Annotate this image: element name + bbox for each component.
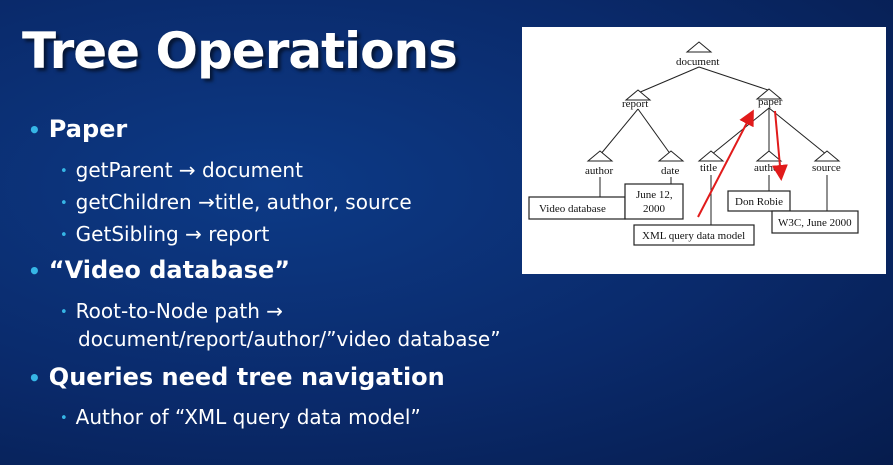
node-paper-title-triangle [697,150,725,162]
edge-paper-source [768,107,828,156]
bullet-queries: • Queries need tree navigation [28,363,445,391]
bullet-getsibling: • GetSibling → report [60,222,269,246]
node-report-author-triangle [586,150,614,162]
bullet-text: document/report/author/”video database” [78,327,501,351]
node-document-label: document [676,56,719,68]
bullet-getparent: • getParent → document [60,158,303,182]
node-paper-label: paper [758,96,783,108]
value-source-box [771,210,859,234]
bullet-text: getChildren →title, author, source [75,190,412,214]
bullet-text: Author of “XML query data model” [75,405,421,429]
value-video-database: Video database [539,203,606,215]
bullet-dot-icon: • [60,411,68,426]
node-paper-author-label: author [754,162,782,174]
bullet-getchildren: • getChildren →title, author, source [60,190,412,214]
value-xml-query-data-model: XML query data model [642,230,745,242]
node-report-triangle [624,89,652,101]
node-paper-source-triangle [813,150,841,162]
bullet-root-to-node: • Root-to-Node path → [60,299,283,323]
value-w3c-june-2000: W3C, June 2000 [778,217,852,229]
slide-title: Tree Operations [22,22,458,80]
value-author-box [727,190,791,212]
node-report-date-label: date [661,165,679,177]
red-arrow-up [697,109,754,218]
edge-document-paper [698,66,772,92]
node-paper-author-triangle [755,150,783,162]
bullet-text: GetSibling → report [75,222,270,246]
node-document-triangle [685,41,713,53]
bullet-text: “Video database” [48,256,291,284]
bullet-paper: • Paper [28,115,127,143]
node-paper-title-label: title [700,162,717,174]
node-paper-triangle [755,88,783,100]
tree-svg: document report paper author Video datab… [528,41,859,246]
node-report-author-label: author [585,165,613,177]
bullet-text: Paper [48,115,128,143]
edge-document-report [637,66,700,94]
value-don-robie: Don Robie [735,196,783,208]
bullet-text: Root-to-Node path → [75,299,284,323]
node-report-date-triangle [657,150,685,162]
bullet-dot-icon: • [60,305,68,320]
node-report-label: report [622,98,648,110]
value-title-box [633,224,755,246]
edge-report-date [637,108,672,156]
bullet-dot-icon: • [28,118,41,142]
bullet-dot-icon: • [60,228,68,243]
bullet-dot-icon: • [28,259,41,283]
bullet-dot-icon: • [60,164,68,179]
bullet-video-database: • “Video database” [28,256,290,284]
node-paper-source-label: source [812,162,841,174]
edge-paper-title [710,107,770,156]
value-date-line2: 2000 [643,203,666,215]
bullet-root-to-node-continuation: document/report/author/”video database” [78,327,501,351]
value-date-box [624,183,684,220]
edge-report-author [599,108,639,156]
bullet-author-of: • Author of “XML query data model” [60,405,421,429]
bullet-text: Queries need tree navigation [48,363,445,391]
red-arrow-down [771,110,788,181]
bullet-dot-icon: • [60,196,68,211]
tree-diagram: document report paper author Video datab… [522,27,886,274]
bullet-text: getParent → document [75,158,303,182]
value-date-line1: June 12, [636,189,673,201]
bullet-dot-icon: • [28,366,41,390]
